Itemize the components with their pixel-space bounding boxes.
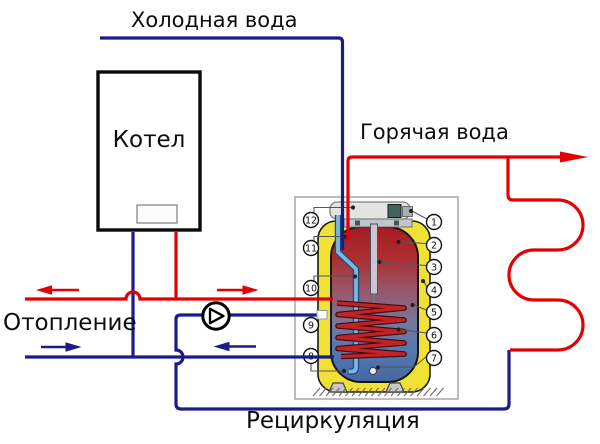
callout-10: 10 (302, 279, 320, 297)
heating-supply-pipe (25, 290, 333, 301)
callout-4-num: 4 (431, 285, 437, 296)
flange-bolt (355, 220, 360, 226)
heating-label: Отопление (3, 310, 137, 336)
towel-radiator-loop (506, 157, 585, 352)
hot-water-pipe (346, 155, 578, 240)
callout-9-num: 9 (308, 320, 314, 331)
boiler-body (96, 70, 202, 232)
tank-assembly: 1 2 3 4 5 6 7 12 11 10 9 8 (294, 196, 459, 400)
tank-supply-arrow-right (242, 285, 259, 295)
hot-pipes (25, 155, 585, 352)
callout-10-num: 10 (305, 283, 317, 294)
flow-arrows (36, 151, 588, 352)
pump-direction-triangle (208, 307, 225, 325)
circulation-pump-icon (201, 301, 231, 331)
callout-7: 7 (425, 349, 443, 367)
cold-water-pipe (100, 36, 345, 250)
callout-3-num: 3 (431, 262, 437, 273)
recirculation-label: Рециркуляция (246, 408, 420, 434)
callout-badges: 1 2 3 4 5 6 7 12 11 10 9 8 (302, 211, 443, 367)
cold-pipes (25, 36, 511, 411)
tank-return-arrow-left (213, 341, 230, 352)
boiler-unit (96, 70, 202, 232)
callout-1: 1 (425, 213, 443, 231)
heating-return-arrow-right (65, 342, 82, 352)
callout-3: 3 (425, 258, 443, 276)
callout-11-num: 11 (305, 243, 317, 254)
callout-4: 4 (425, 281, 443, 299)
callout-2-num: 2 (431, 240, 437, 251)
heat-exchanger-coil (336, 301, 406, 359)
callout-6: 6 (425, 326, 443, 344)
callout-7-num: 7 (431, 353, 437, 364)
flange-bolt (394, 220, 399, 226)
cold-water-label: Холодная вода (131, 8, 298, 32)
callout-6-num: 6 (431, 330, 437, 341)
hot-water-arrowhead (560, 151, 588, 163)
hot-water-label: Горячая вода (360, 120, 509, 144)
callout-9: 9 (302, 316, 320, 334)
callout-1-num: 1 (431, 217, 437, 228)
boiler-label: Котел (113, 127, 186, 153)
recirculation-pipe (174, 313, 511, 411)
callout-12: 12 (302, 211, 320, 229)
drain-plug (368, 366, 378, 376)
callout-5: 5 (425, 303, 443, 321)
sensor-well-tube (370, 223, 378, 295)
callout-2: 2 (425, 236, 443, 254)
callout-11: 11 (302, 239, 320, 257)
ground-hatching (312, 387, 444, 397)
boiler-display (136, 204, 178, 224)
recirculation-inlet-fitting (316, 310, 328, 320)
callout-5-num: 5 (431, 307, 437, 318)
tank-foot (328, 382, 348, 393)
lid-connector (387, 204, 402, 218)
heating-supply-arrow-left (36, 285, 52, 295)
callout-12-num: 12 (305, 215, 317, 226)
